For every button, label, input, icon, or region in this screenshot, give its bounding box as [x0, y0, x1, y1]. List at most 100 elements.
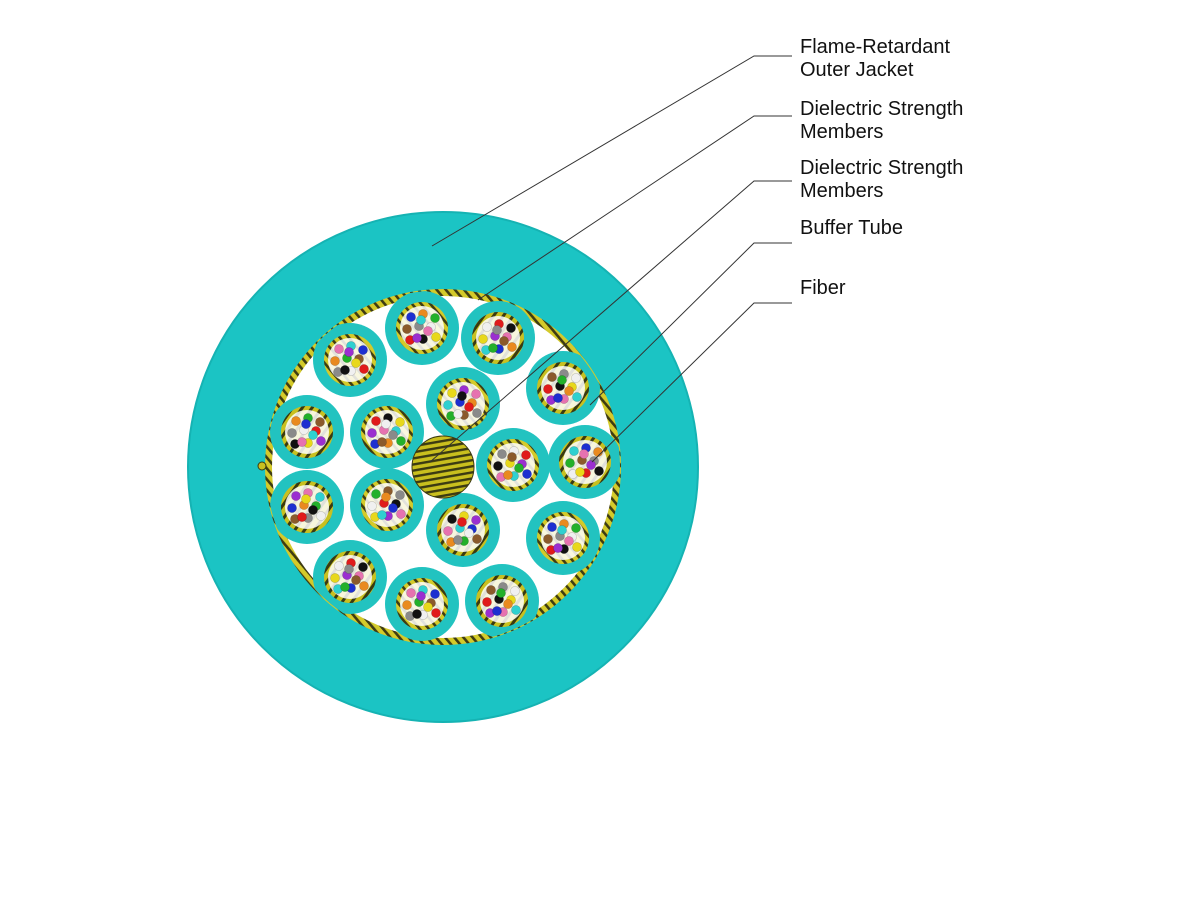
- fiber: [395, 417, 405, 427]
- fiber: [430, 589, 440, 599]
- buffer-tube: [313, 540, 387, 614]
- buffer-tube: [526, 351, 600, 425]
- fiber: [593, 447, 603, 457]
- fiber: [506, 323, 516, 333]
- fiber: [395, 490, 405, 500]
- leader-lines: [429, 55, 792, 463]
- fiber: [308, 505, 318, 515]
- fiber: [381, 492, 391, 502]
- fiber: [406, 588, 416, 598]
- fiber: [564, 386, 574, 396]
- fiber: [557, 375, 567, 385]
- buffer-tube: [350, 395, 424, 469]
- fiber: [497, 449, 507, 459]
- fiber: [351, 358, 361, 368]
- fiber: [340, 582, 350, 592]
- fiber: [572, 392, 582, 402]
- fiber: [478, 334, 488, 344]
- fiber: [367, 501, 377, 511]
- label-line: Outer Jacket: [800, 59, 914, 81]
- label-flame-retardant-outer-jacket: Flame-Retardant Outer Jacket: [800, 36, 1180, 82]
- leader-line: [477, 115, 792, 301]
- fiber: [457, 391, 467, 401]
- fiber: [486, 585, 496, 595]
- fiber: [575, 467, 585, 477]
- label-fiber: Fiber: [800, 277, 1180, 300]
- fiber: [388, 503, 398, 513]
- buffer-tube: [526, 501, 600, 575]
- label-line: Buffer Tube: [800, 217, 904, 239]
- fiber: [522, 469, 532, 479]
- leader-line: [431, 55, 792, 247]
- buffer-tube: [476, 428, 550, 502]
- fiber: [503, 599, 513, 609]
- fiber: [594, 466, 604, 476]
- fiber: [499, 336, 509, 346]
- fiber: [396, 436, 406, 446]
- fiber: [359, 581, 369, 591]
- fiber: [482, 322, 492, 332]
- fiber: [359, 364, 369, 374]
- buffer-tube: [270, 395, 344, 469]
- fiber: [402, 324, 412, 334]
- fiber: [377, 437, 387, 447]
- fiber: [571, 523, 581, 533]
- fiber: [464, 528, 474, 538]
- fiber: [514, 463, 524, 473]
- fiber: [496, 588, 506, 598]
- label-line: Fiber: [800, 277, 846, 299]
- fiber: [547, 372, 557, 382]
- fiber: [340, 365, 350, 375]
- fiber: [406, 312, 416, 322]
- fiber: [301, 419, 311, 429]
- fiber: [493, 461, 503, 471]
- fiber: [511, 605, 521, 615]
- fiber: [503, 470, 513, 480]
- buffer-tube: [385, 291, 459, 365]
- fiber: [569, 446, 579, 456]
- label-dielectric-strength-members-2: Dielectric Strength Members: [800, 157, 1180, 203]
- label-dielectric-strength-members-1: Dielectric Strength Members: [800, 98, 1180, 144]
- label-buffer-tube: Buffer Tube: [800, 217, 1180, 240]
- fiber: [571, 373, 581, 383]
- fiber: [377, 510, 387, 520]
- fiber: [330, 573, 340, 583]
- fiber: [344, 347, 354, 357]
- fiber: [572, 542, 582, 552]
- fiber: [371, 416, 381, 426]
- fiber: [443, 400, 453, 410]
- fiber: [492, 325, 502, 335]
- fiber: [423, 602, 433, 612]
- fiber: [510, 586, 520, 596]
- label-line: Dielectric Strength: [800, 98, 964, 120]
- fiber: [472, 408, 482, 418]
- fiber: [464, 402, 474, 412]
- buffer-tube: [426, 493, 500, 567]
- label-line: Flame-Retardant: [800, 36, 951, 58]
- fiber: [471, 389, 481, 399]
- fiber: [315, 492, 325, 502]
- leader-line: [589, 242, 792, 406]
- leader-line: [591, 302, 792, 463]
- label-line: Dielectric Strength: [800, 157, 964, 179]
- fiber: [453, 535, 463, 545]
- fiber: [316, 511, 326, 521]
- buffer-tube: [385, 567, 459, 641]
- fiber: [287, 428, 297, 438]
- fiber: [543, 534, 553, 544]
- central-strength-member: [411, 435, 475, 499]
- fiber: [388, 430, 398, 440]
- fiber: [579, 449, 589, 459]
- fiber: [381, 419, 391, 429]
- fiber: [431, 332, 441, 342]
- fiber: [297, 437, 307, 447]
- fiber: [330, 356, 340, 366]
- fiber: [543, 384, 553, 394]
- fiber: [367, 428, 377, 438]
- fiber: [297, 512, 307, 522]
- fiber: [402, 600, 412, 610]
- buffer-tube: [548, 425, 620, 499]
- fiber: [287, 503, 297, 513]
- fiber: [358, 562, 368, 572]
